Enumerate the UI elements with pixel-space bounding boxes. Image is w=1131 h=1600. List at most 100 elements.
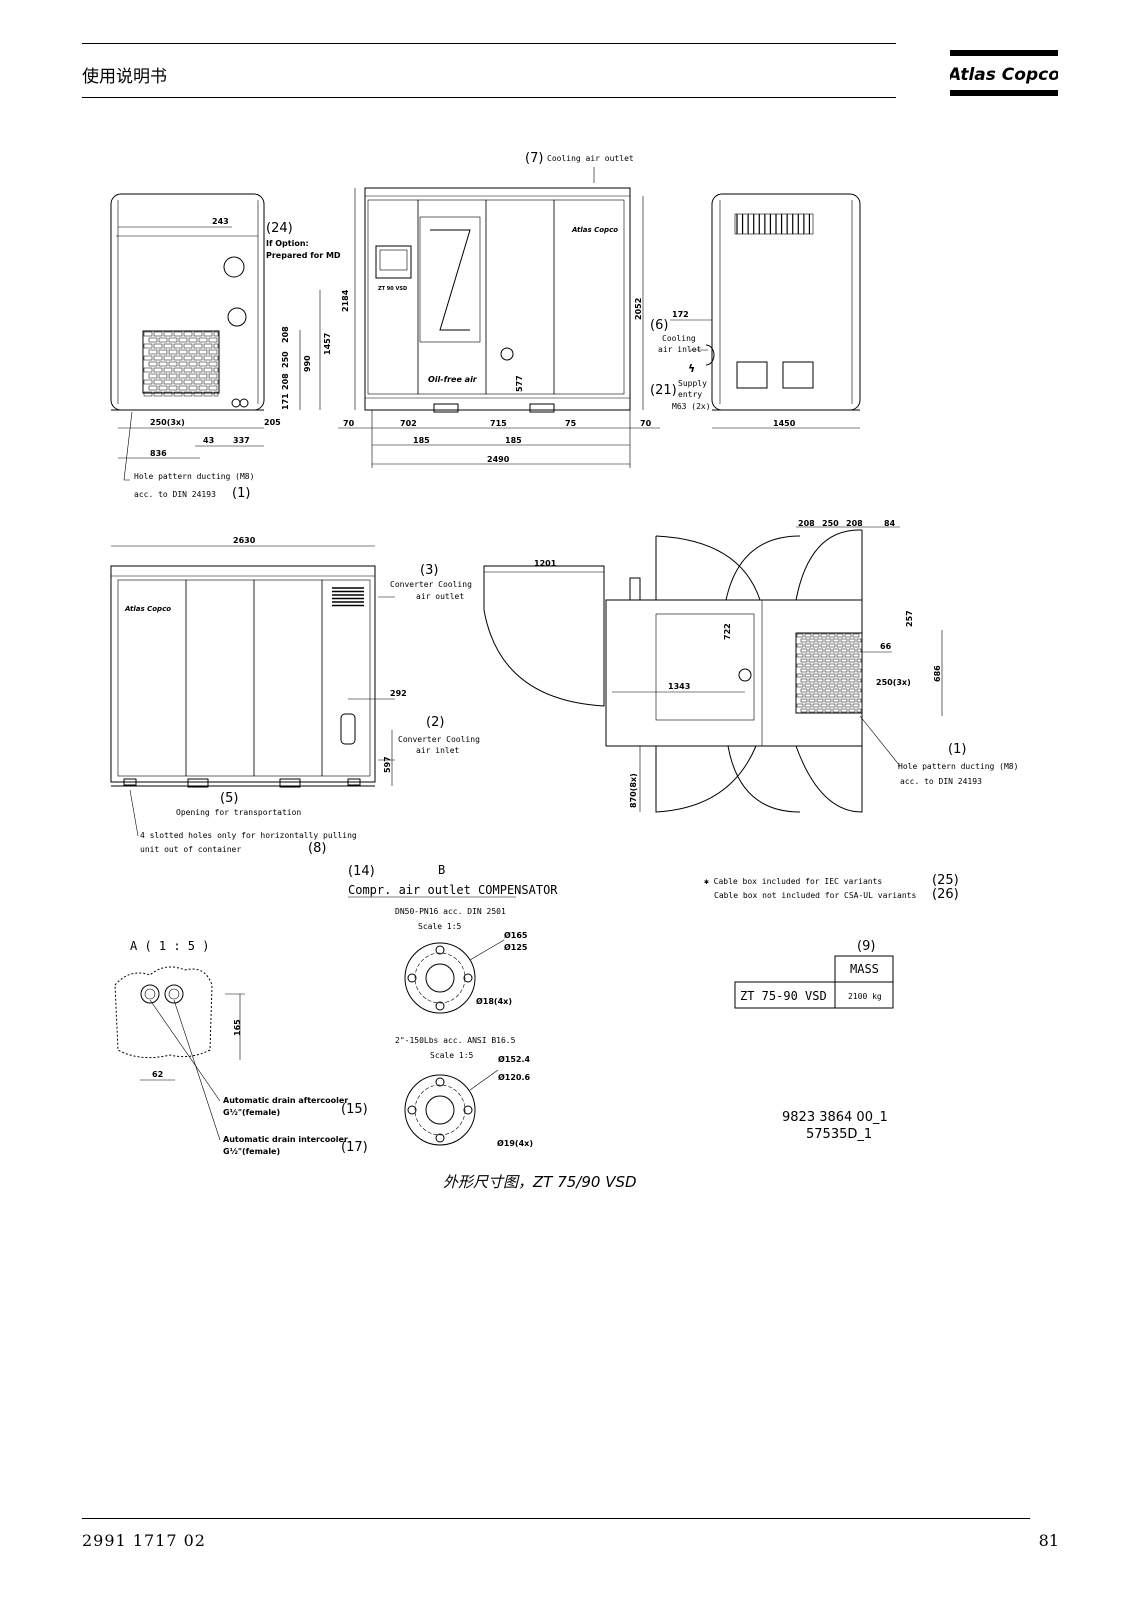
svg-text:Oil-free air: Oil-free air (428, 375, 478, 384)
svg-text:Prepared for MD: Prepared for MD (266, 251, 341, 260)
svg-text:836: 836 (150, 449, 167, 458)
svg-text:(9): (9) (857, 939, 875, 954)
top-view: 1201 722 1343 870(8x) 208 250 208 84 257… (483, 519, 1018, 813)
header-rule-bottom (82, 97, 896, 98)
svg-text:G½"(female): G½"(female) (223, 1146, 280, 1156)
svg-text:171: 171 (281, 393, 290, 410)
compensator-detail: (14) B Compr. air outlet COMPENSATOR DN5… (348, 863, 558, 1148)
svg-text:(1): (1) (232, 486, 250, 501)
svg-text:702: 702 (400, 419, 417, 428)
svg-text:M63 (2x): M63 (2x) (672, 402, 711, 411)
svg-text:172: 172 (672, 310, 689, 319)
svg-text:Ø125: Ø125 (504, 942, 528, 952)
svg-text:unit out of container: unit out of container (140, 845, 241, 854)
svg-text:(26): (26) (932, 887, 959, 902)
svg-text:entry: entry (678, 390, 702, 399)
svg-text:Cable box not included for CSA: Cable box not included for CSA-UL varian… (714, 891, 916, 900)
svg-text:Atlas Copco: Atlas Copco (950, 65, 1058, 85)
svg-text:air outlet: air outlet (416, 592, 464, 601)
svg-text:(2): (2) (426, 715, 444, 730)
svg-text:2"-150Lbs acc. ANSI B16.5: 2"-150Lbs acc. ANSI B16.5 (395, 1036, 516, 1045)
side-view-right: 1450 172 (6) Cooling air inlet ϟ (21) Su… (650, 193, 861, 429)
atlas-copco-logo: Atlas Copco (950, 50, 1058, 96)
svg-text:4 slotted holes only for horiz: 4 slotted holes only for horizontally pu… (140, 831, 357, 840)
svg-text:70: 70 (343, 419, 355, 428)
svg-text:Atlas Copco: Atlas Copco (124, 605, 171, 613)
svg-text:686: 686 (933, 665, 942, 682)
svg-text:165: 165 (233, 1019, 242, 1036)
svg-text:990: 990 (303, 355, 312, 372)
svg-text:ϟ: ϟ (688, 362, 695, 375)
svg-text:(5): (5) (220, 791, 238, 806)
svg-text:208: 208 (281, 326, 290, 343)
svg-text:208: 208 (846, 519, 863, 528)
svg-text:Hole pattern ducting (M8): Hole pattern ducting (M8) (134, 472, 254, 481)
svg-text:1450: 1450 (773, 419, 796, 428)
header-title: 使用说明书 (82, 67, 167, 87)
svg-text:Automatic drain aftercooler: Automatic drain aftercooler (223, 1096, 348, 1105)
svg-text:Ø152.4: Ø152.4 (498, 1054, 531, 1064)
svg-text:597: 597 (383, 756, 392, 773)
svg-text:2100 kg: 2100 kg (848, 992, 882, 1001)
svg-text:9823 3864 00_1: 9823 3864 00_1 (782, 1110, 888, 1125)
figure-caption: 外形尺寸图，ZT 75/90 VSD (443, 1173, 637, 1191)
svg-text:2052: 2052 (634, 298, 643, 320)
side-view-left: 243 1457 990 208 250 208 171 (24) If Opt… (110, 193, 341, 501)
dimension-drawing: 243 1457 990 208 250 208 171 (24) If Opt… (110, 151, 1018, 1191)
svg-text:Ø165: Ø165 (504, 930, 528, 940)
doc-number: 2991 1717 02 (82, 1531, 206, 1550)
svg-text:75: 75 (565, 419, 577, 428)
svg-text:70: 70 (640, 419, 652, 428)
svg-text:Scale 1:5: Scale 1:5 (418, 922, 462, 931)
svg-text:(17): (17) (341, 1140, 368, 1155)
svg-text:2184: 2184 (341, 289, 350, 312)
svg-text:250: 250 (281, 351, 290, 368)
svg-text:Converter Cooling: Converter Cooling (398, 735, 480, 744)
svg-text:250(3x): 250(3x) (876, 678, 911, 687)
svg-text:1201: 1201 (534, 559, 557, 568)
converter-vents (332, 587, 364, 607)
svg-text:205: 205 (264, 418, 281, 427)
rear-view: 2630 Atlas Copco (3) Converter Cooling a… (110, 536, 480, 856)
svg-text:(8): (8) (308, 841, 326, 856)
svg-text:43: 43 (203, 436, 214, 445)
svg-text:722: 722 (723, 623, 732, 640)
notes-and-mass: ✱ Cable box included for IEC variants Ca… (704, 873, 959, 1142)
svg-text:(24): (24) (266, 221, 293, 236)
svg-text:(6): (6) (650, 318, 668, 333)
svg-text:62: 62 (152, 1070, 163, 1079)
svg-text:B: B (438, 863, 445, 877)
svg-text:ZT 75-90 VSD: ZT 75-90 VSD (740, 989, 827, 1003)
svg-text:(25): (25) (932, 873, 959, 888)
svg-text:air inlet: air inlet (416, 746, 460, 755)
svg-text:G½"(female): G½"(female) (223, 1107, 280, 1117)
svg-text:(15): (15) (341, 1102, 368, 1117)
svg-text:257: 257 (905, 610, 914, 627)
svg-text:Ø18(4x): Ø18(4x) (476, 996, 512, 1006)
header-rule-top (82, 43, 896, 44)
svg-text:577: 577 (515, 375, 524, 392)
svg-text:(3): (3) (420, 563, 438, 578)
svg-text:208: 208 (281, 373, 290, 390)
svg-text:Atlas Copco: Atlas Copco (571, 226, 618, 234)
svg-text:✱ Cable box included for IEC v: ✱ Cable box included for IEC variants (704, 877, 882, 886)
detail-a: A ( 1 : 5 ) 165 62 Automatic drain after… (114, 939, 368, 1156)
svg-text:208: 208 (798, 519, 815, 528)
svg-text:57535D_1: 57535D_1 (806, 1127, 872, 1142)
svg-text:Converter Cooling: Converter Cooling (390, 580, 472, 589)
svg-text:Cooling air outlet: Cooling air outlet (547, 154, 634, 163)
svg-text:Ø120.6: Ø120.6 (498, 1072, 531, 1082)
svg-text:Compr. air outlet COMPENSATOR: Compr. air outlet COMPENSATOR (348, 883, 558, 897)
page-number: 81 (1038, 1531, 1059, 1550)
svg-text:Scale 1:5: Scale 1:5 (430, 1051, 474, 1060)
svg-text:250(3x): 250(3x) (150, 418, 185, 427)
svg-text:84: 84 (884, 519, 896, 528)
svg-text:(1): (1) (948, 742, 966, 757)
duct-grille-left (143, 331, 219, 397)
svg-text:715: 715 (490, 419, 507, 428)
svg-text:1457: 1457 (323, 333, 332, 355)
top-vents (736, 214, 811, 234)
duct-grille-top (796, 633, 862, 713)
svg-text:If Option:: If Option: (266, 239, 309, 248)
svg-text:Cooling: Cooling (662, 334, 696, 343)
